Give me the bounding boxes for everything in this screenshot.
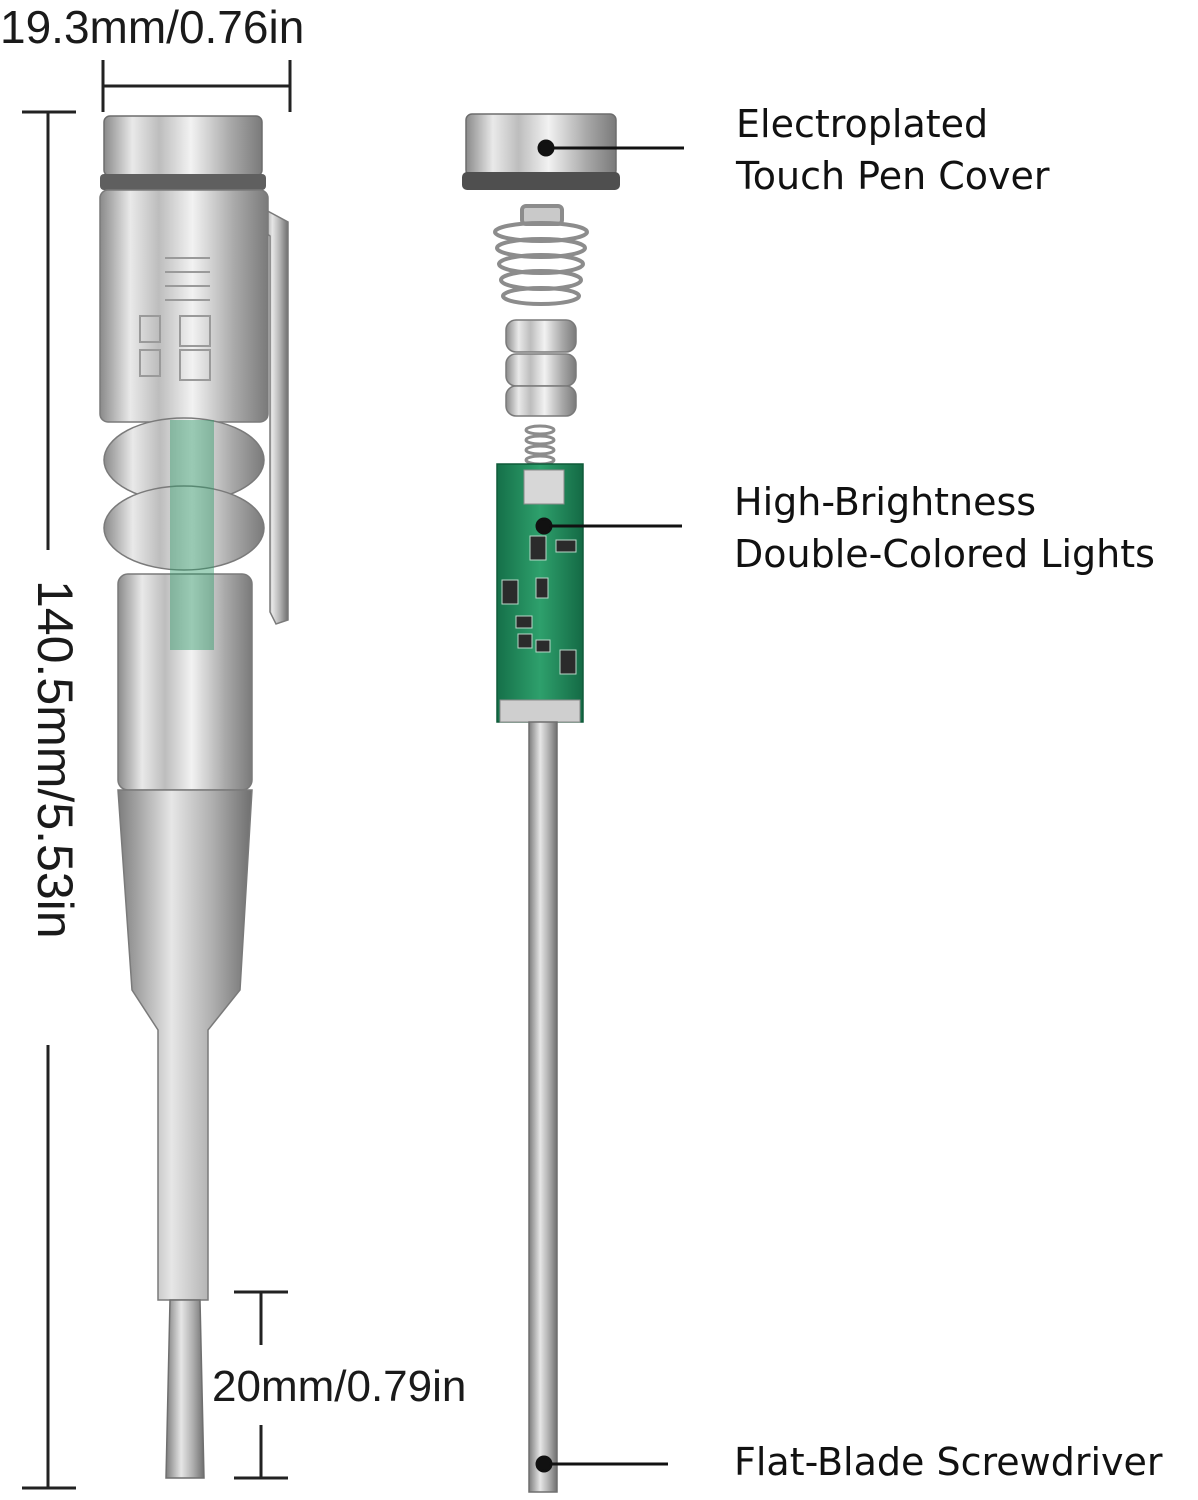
width-dimension-bracket [101, 60, 292, 112]
assembled-pen [99, 115, 289, 1479]
cover-callout-line1: Electroplated [736, 102, 989, 146]
cover-callout: Electroplated Touch Pen Cover [736, 98, 1050, 202]
length-dimension-bracket [22, 110, 76, 1490]
lights-callout-line1: High-Brightness [734, 480, 1037, 524]
blade-callout-line1: Flat-Blade Screwdriver [734, 1440, 1163, 1484]
blade-callout: Flat-Blade Screwdriver [734, 1436, 1163, 1488]
lights-callout: High-Brightness Double-Colored Lights [734, 476, 1155, 580]
width-dimension-label: 19.3mm/0.76in [0, 1, 305, 53]
tip-dimension-bracket [234, 1290, 288, 1480]
tip-dimension-label: 20mm/0.79in [212, 1362, 467, 1411]
length-dimension-label: 140.5mm/5.53in [27, 580, 83, 939]
cover-callout-line2: Touch Pen Cover [736, 154, 1050, 198]
exploded-pen [462, 113, 620, 1493]
callout-leaders [535, 139, 684, 1473]
lights-callout-line2: Double-Colored Lights [734, 532, 1155, 576]
